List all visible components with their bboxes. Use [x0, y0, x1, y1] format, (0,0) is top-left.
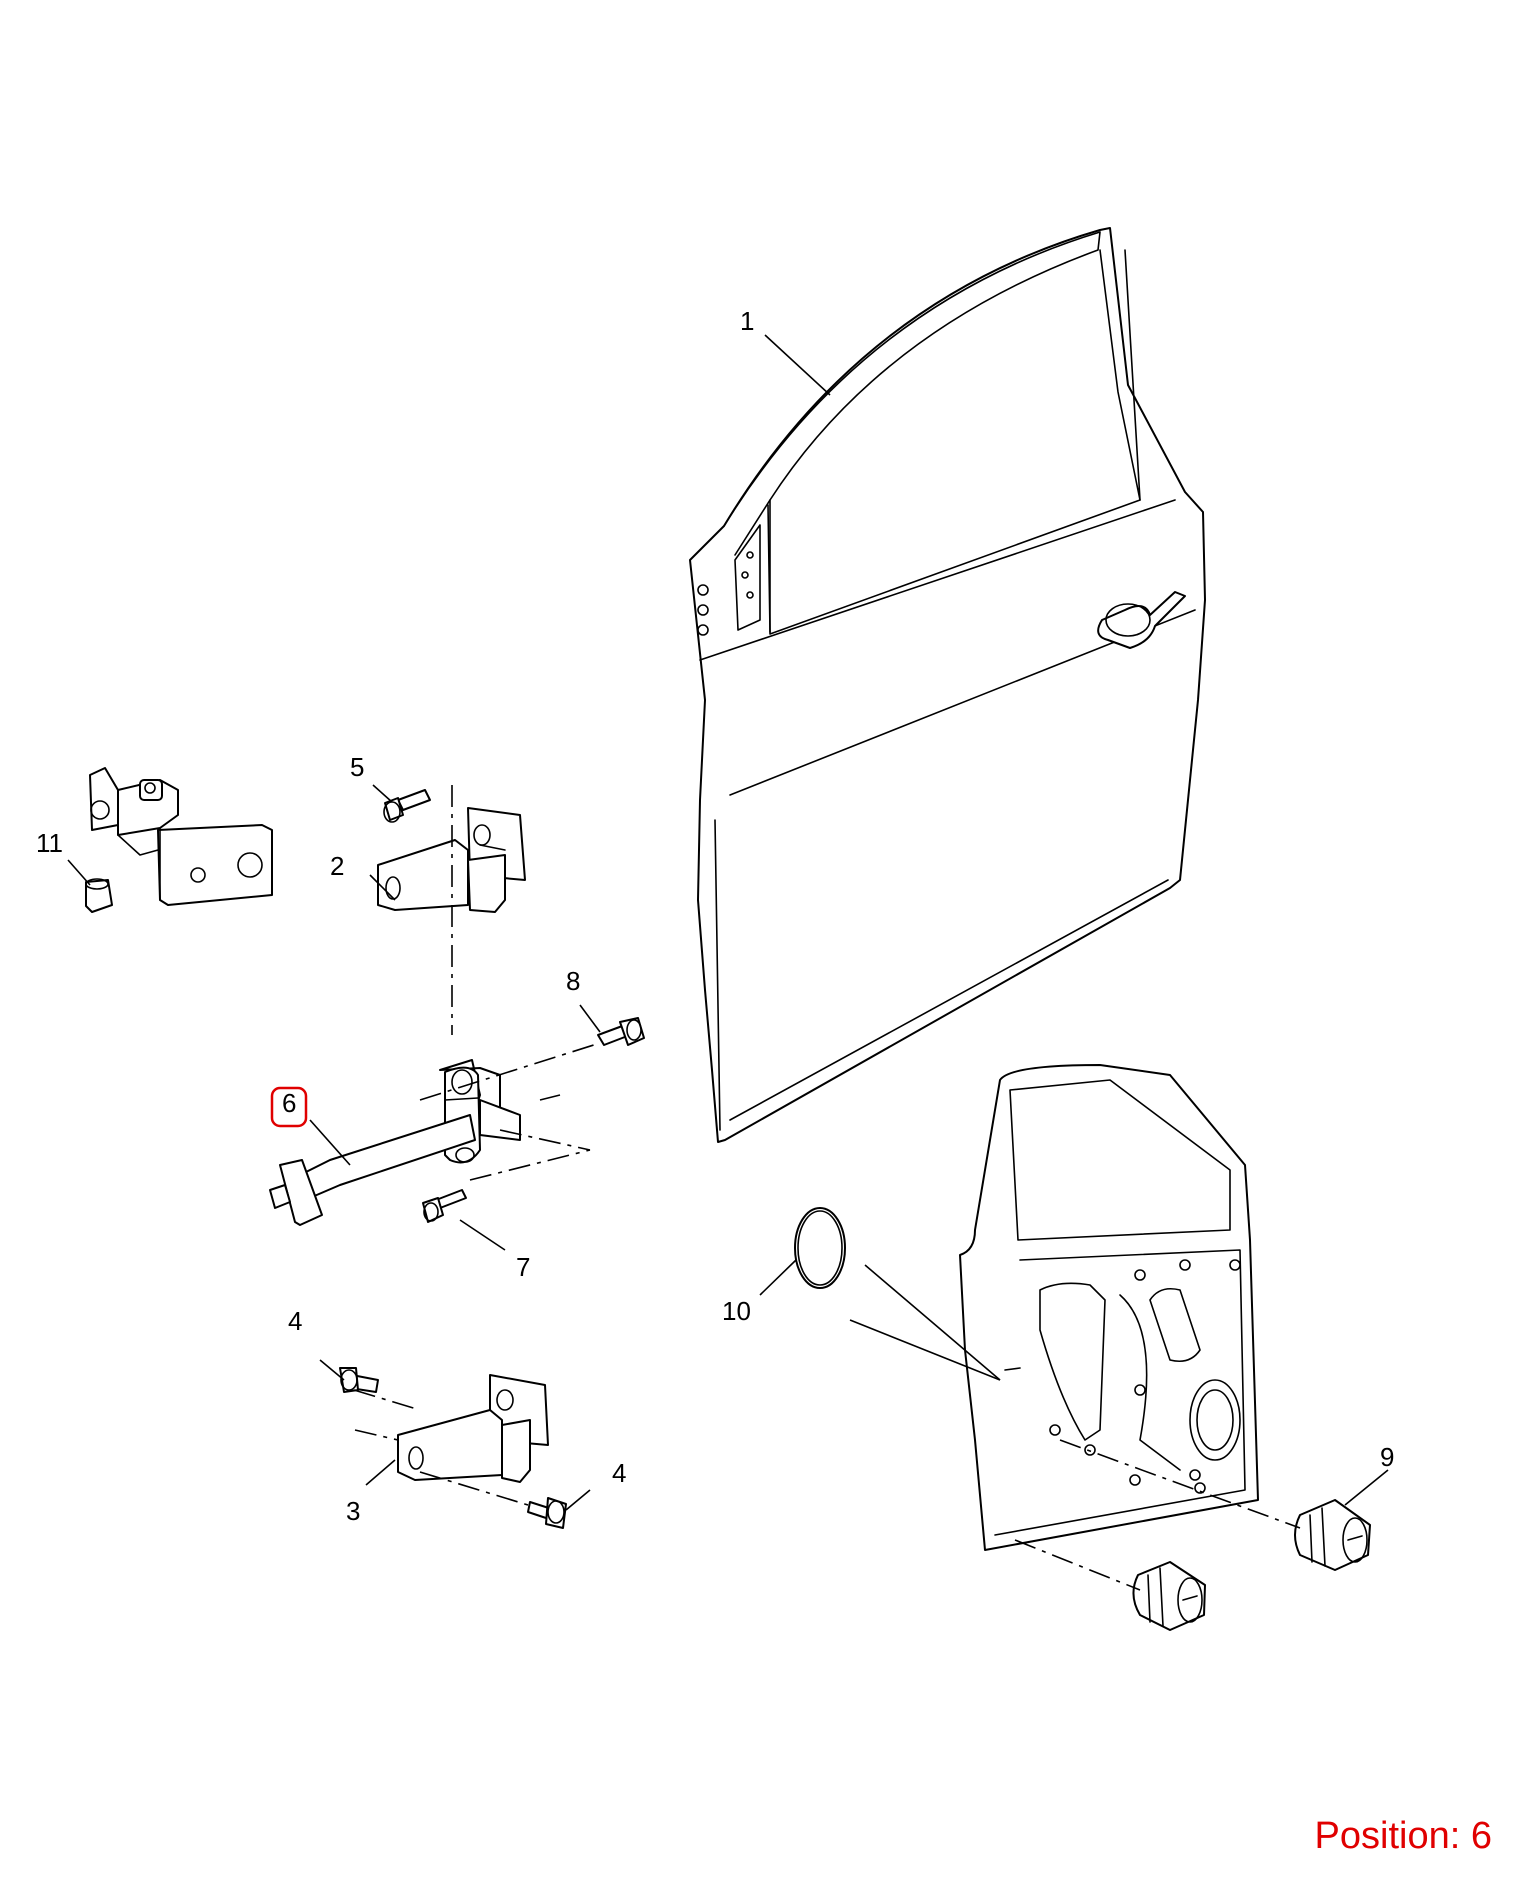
lower-door-hinge[interactable] — [397, 1374, 549, 1483]
access-hole-plug[interactable] — [1294, 1499, 1371, 1571]
callout-10[interactable]: 10 — [722, 1296, 751, 1326]
door-hinge-body-side[interactable] — [89, 767, 273, 906]
callout-8[interactable]: 8 — [566, 966, 580, 996]
access-hole-plug-lower[interactable] — [1132, 1561, 1206, 1631]
assembly-centerlines — [353, 785, 1301, 1591]
callout-7[interactable]: 7 — [516, 1252, 530, 1282]
lower-hinge-bolt-top[interactable] — [339, 1367, 379, 1393]
callout-9[interactable]: 9 — [1380, 1442, 1394, 1472]
check-link-door-bolt[interactable] — [597, 1017, 645, 1046]
callout-6-highlight — [270, 1086, 308, 1128]
callout-5[interactable]: 5 — [350, 752, 364, 782]
door-check-link[interactable] — [269, 1059, 521, 1226]
callout-4-bottom[interactable]: 4 — [612, 1458, 626, 1488]
door-seal-ring[interactable] — [794, 1207, 846, 1289]
lower-hinge-bolt-bottom[interactable] — [527, 1497, 567, 1529]
inner-door-panel — [959, 1064, 1259, 1551]
front-door-shell[interactable] — [689, 227, 1206, 1143]
callout-2[interactable]: 2 — [330, 851, 344, 881]
callout-4-top[interactable]: 4 — [288, 1306, 302, 1336]
hinge-pin-bushing[interactable] — [85, 878, 113, 913]
callout-11[interactable]: 11 — [36, 828, 63, 858]
check-link-body-bolt[interactable] — [422, 1189, 467, 1223]
callout-3[interactable]: 3 — [346, 1496, 360, 1526]
leader-lines — [67, 334, 1389, 1511]
callout-6[interactable]: 6 — [282, 1088, 296, 1118]
position-indicator: Position: 6 — [1314, 1815, 1492, 1857]
upper-hinge-bolt[interactable] — [383, 789, 431, 823]
callout-labels: 1 2 3 4 4 5 6 7 8 9 10 11 — [36, 306, 1394, 1526]
upper-door-hinge[interactable] — [377, 807, 526, 913]
callout-1[interactable]: 1 — [740, 306, 754, 336]
